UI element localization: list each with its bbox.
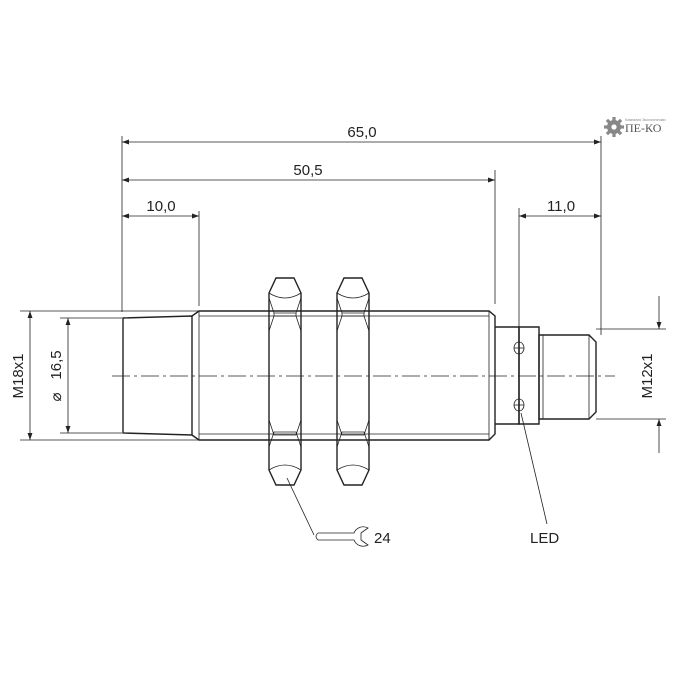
dimension-face-length: 10,0 [122, 198, 199, 219]
gear-icon [604, 117, 624, 137]
sensor-body [122, 310, 597, 441]
wrench-size-callout: 24 [286, 477, 391, 547]
nut-left [268, 277, 302, 486]
dimension-thread-connector: M12x1 [639, 296, 662, 453]
dimension-thread-main-label: M18x1 [10, 353, 27, 398]
wrench-icon [315, 526, 369, 547]
led-label: LED [530, 530, 559, 547]
dimension-total-length: 65,0 [122, 124, 601, 145]
dimension-face-length-label: 10,0 [146, 198, 175, 215]
dimension-total-length-label: 65,0 [347, 124, 376, 141]
nut-right [336, 277, 370, 486]
dimension-face-diameter: ⌀ 16,5 [48, 318, 71, 433]
diameter-symbol: ⌀ [48, 392, 65, 401]
connector-m12 [538, 334, 597, 420]
extension-lines [20, 136, 666, 441]
dimension-thread-length: 50,5 [122, 162, 495, 183]
dimension-thread-main: M18x1 [10, 311, 33, 440]
company-logo: Компания Экологических ПЕ-КО [604, 117, 666, 137]
dimension-thread-connector-label: M12x1 [639, 353, 656, 398]
dimension-connector-length: 11,0 [519, 198, 601, 219]
led-window [513, 341, 525, 412]
led-callout: LED [520, 412, 559, 547]
led-housing [518, 326, 540, 425]
logo-tagline: Компания Экологических [625, 118, 666, 122]
wrench-size-label: 24 [374, 530, 391, 547]
dimension-thread-length-label: 50,5 [293, 162, 322, 179]
dimension-connector-length-label: 11,0 [547, 198, 575, 215]
sensing-face [122, 315, 193, 436]
logo-text: ПЕ-КО [625, 121, 662, 135]
dimension-face-diameter-label: 16,5 [48, 350, 65, 379]
threaded-housing [191, 310, 496, 441]
